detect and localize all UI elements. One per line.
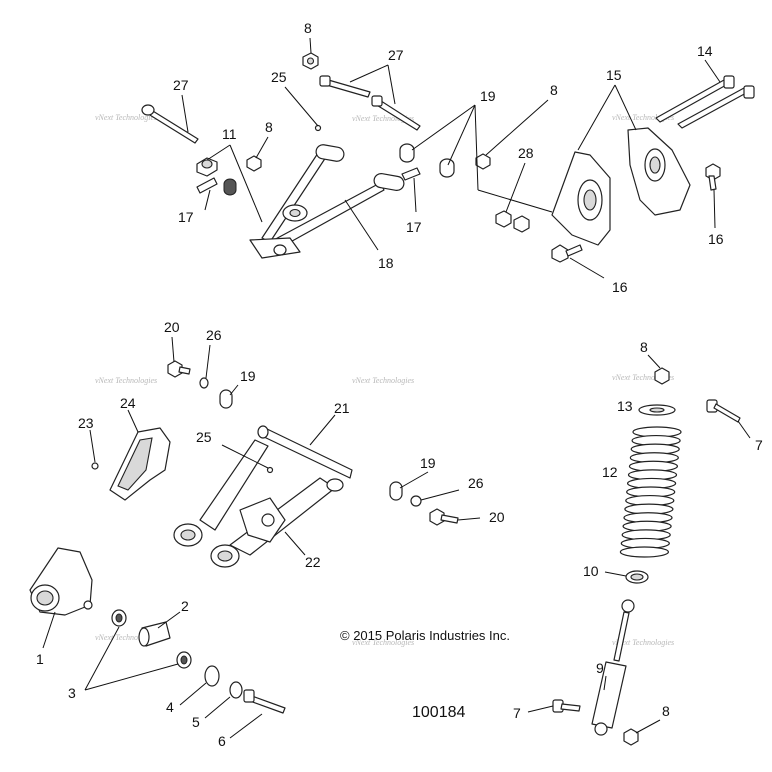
figure-number: 100184 (412, 704, 465, 721)
nut-8-top (302, 52, 319, 70)
washer-26-top (199, 377, 209, 389)
shock-body-9 (591, 599, 635, 736)
callout-labels: 8 27 14 27 25 11 8 19 8 15 17 17 28 16 1… (36, 20, 763, 749)
callout-label: 1 (36, 651, 44, 667)
callout-label: 19 (240, 368, 256, 384)
callout-label: 26 (468, 475, 484, 491)
callout-label: 21 (334, 400, 350, 416)
copyright-text: © 2015 Polaris Industries Inc. (340, 628, 510, 643)
lower-a-arm-22 (173, 425, 353, 568)
callout-label: 26 (206, 327, 222, 343)
callout-label: 15 (606, 67, 622, 83)
callout-label: 8 (640, 339, 648, 355)
callout-label: 6 (218, 733, 226, 749)
hub-housing-1 (29, 547, 93, 616)
callout-label: 27 (388, 47, 404, 63)
callout-label: 17 (178, 209, 194, 225)
washer-5 (229, 681, 243, 699)
callout-label: 5 (192, 714, 200, 730)
nut-8-mid (475, 153, 491, 170)
callout-label: 17 (406, 219, 422, 235)
bolt-27-left (141, 104, 199, 144)
bushing-19-right (389, 481, 403, 501)
watermark: vNext Technologies (352, 376, 414, 385)
leader-lines (42, 37, 751, 739)
nut-8-shock-top (654, 367, 670, 385)
callout-label: 27 (173, 77, 189, 93)
callout-label: 25 (196, 429, 212, 445)
watermark: vNext Technologies (352, 638, 414, 647)
callout-label: 12 (602, 464, 618, 480)
callout-label: 25 (271, 69, 287, 85)
bushing-17-right (401, 167, 421, 181)
bearings-3 (111, 609, 192, 669)
callout-label: 10 (583, 563, 599, 579)
watermark: vNext Technologies (612, 373, 674, 382)
knuckle-15-right (627, 127, 691, 216)
callout-label: 14 (697, 43, 713, 59)
bolt-16-lower (551, 244, 583, 263)
callout-label: 18 (378, 255, 394, 271)
knuckle-15-left (551, 151, 611, 246)
callout-label: 28 (518, 145, 534, 161)
nuts-28 (495, 210, 530, 233)
watermark: vNext Technologies (612, 638, 674, 647)
callout-label: 24 (120, 395, 136, 411)
callout-label: 8 (265, 119, 273, 135)
upper-a-arm-18 (249, 144, 405, 259)
watermark: vNext Technologies (612, 113, 674, 122)
washer-4 (204, 665, 220, 687)
callout-label: 19 (420, 455, 436, 471)
callout-label: 22 (305, 554, 321, 570)
watermark: vNext Technologies (95, 376, 157, 385)
watermarks: vNext Technologies vNext Technologies vN… (95, 113, 674, 647)
watermark: vNext Technologies (95, 633, 157, 642)
bolt-16-right (705, 163, 721, 191)
spring-seat-10 (625, 570, 649, 584)
watermark: vNext Technologies (352, 114, 414, 123)
callout-label: 3 (68, 685, 76, 701)
callout-label: 11 (222, 126, 237, 142)
guard-24 (109, 427, 171, 501)
bolt-20-right (429, 508, 459, 526)
washer-26-right (410, 495, 422, 507)
bushing-19-mid (219, 389, 233, 409)
bolts-14 (655, 75, 755, 129)
bushing-19-top (399, 143, 455, 178)
callout-label: 19 (480, 88, 496, 104)
callout-label: 4 (166, 699, 174, 715)
callout-label: 8 (662, 703, 670, 719)
callout-label: 7 (513, 705, 521, 721)
bolt-7-top (706, 399, 741, 423)
callout-label: 23 (78, 415, 94, 431)
screw-23 (91, 462, 99, 470)
callout-label: 7 (755, 437, 763, 453)
bushing-set-left (196, 155, 262, 196)
bolt-20-top (167, 360, 191, 378)
callout-label: 2 (181, 598, 189, 614)
callout-label: 8 (304, 20, 312, 36)
retainer-13 (638, 404, 676, 416)
bolt-27-pair (319, 75, 421, 131)
callout-label: 20 (164, 319, 180, 335)
bolt-7-bottom (552, 699, 581, 713)
spring-coil (619, 546, 670, 558)
spacer-2 (138, 621, 171, 647)
bolt-6 (243, 689, 286, 714)
watermark: vNext Technologies (95, 113, 157, 122)
spring-12 (619, 426, 682, 558)
callout-label: 8 (550, 82, 558, 98)
callout-label: 9 (596, 660, 604, 676)
callout-label: 16 (612, 279, 628, 295)
callout-label: 13 (617, 398, 633, 414)
grease-fitting-25 (314, 124, 322, 132)
nut-8-bottom (623, 728, 639, 746)
callout-label: 16 (708, 231, 724, 247)
callout-label: 20 (489, 509, 505, 525)
